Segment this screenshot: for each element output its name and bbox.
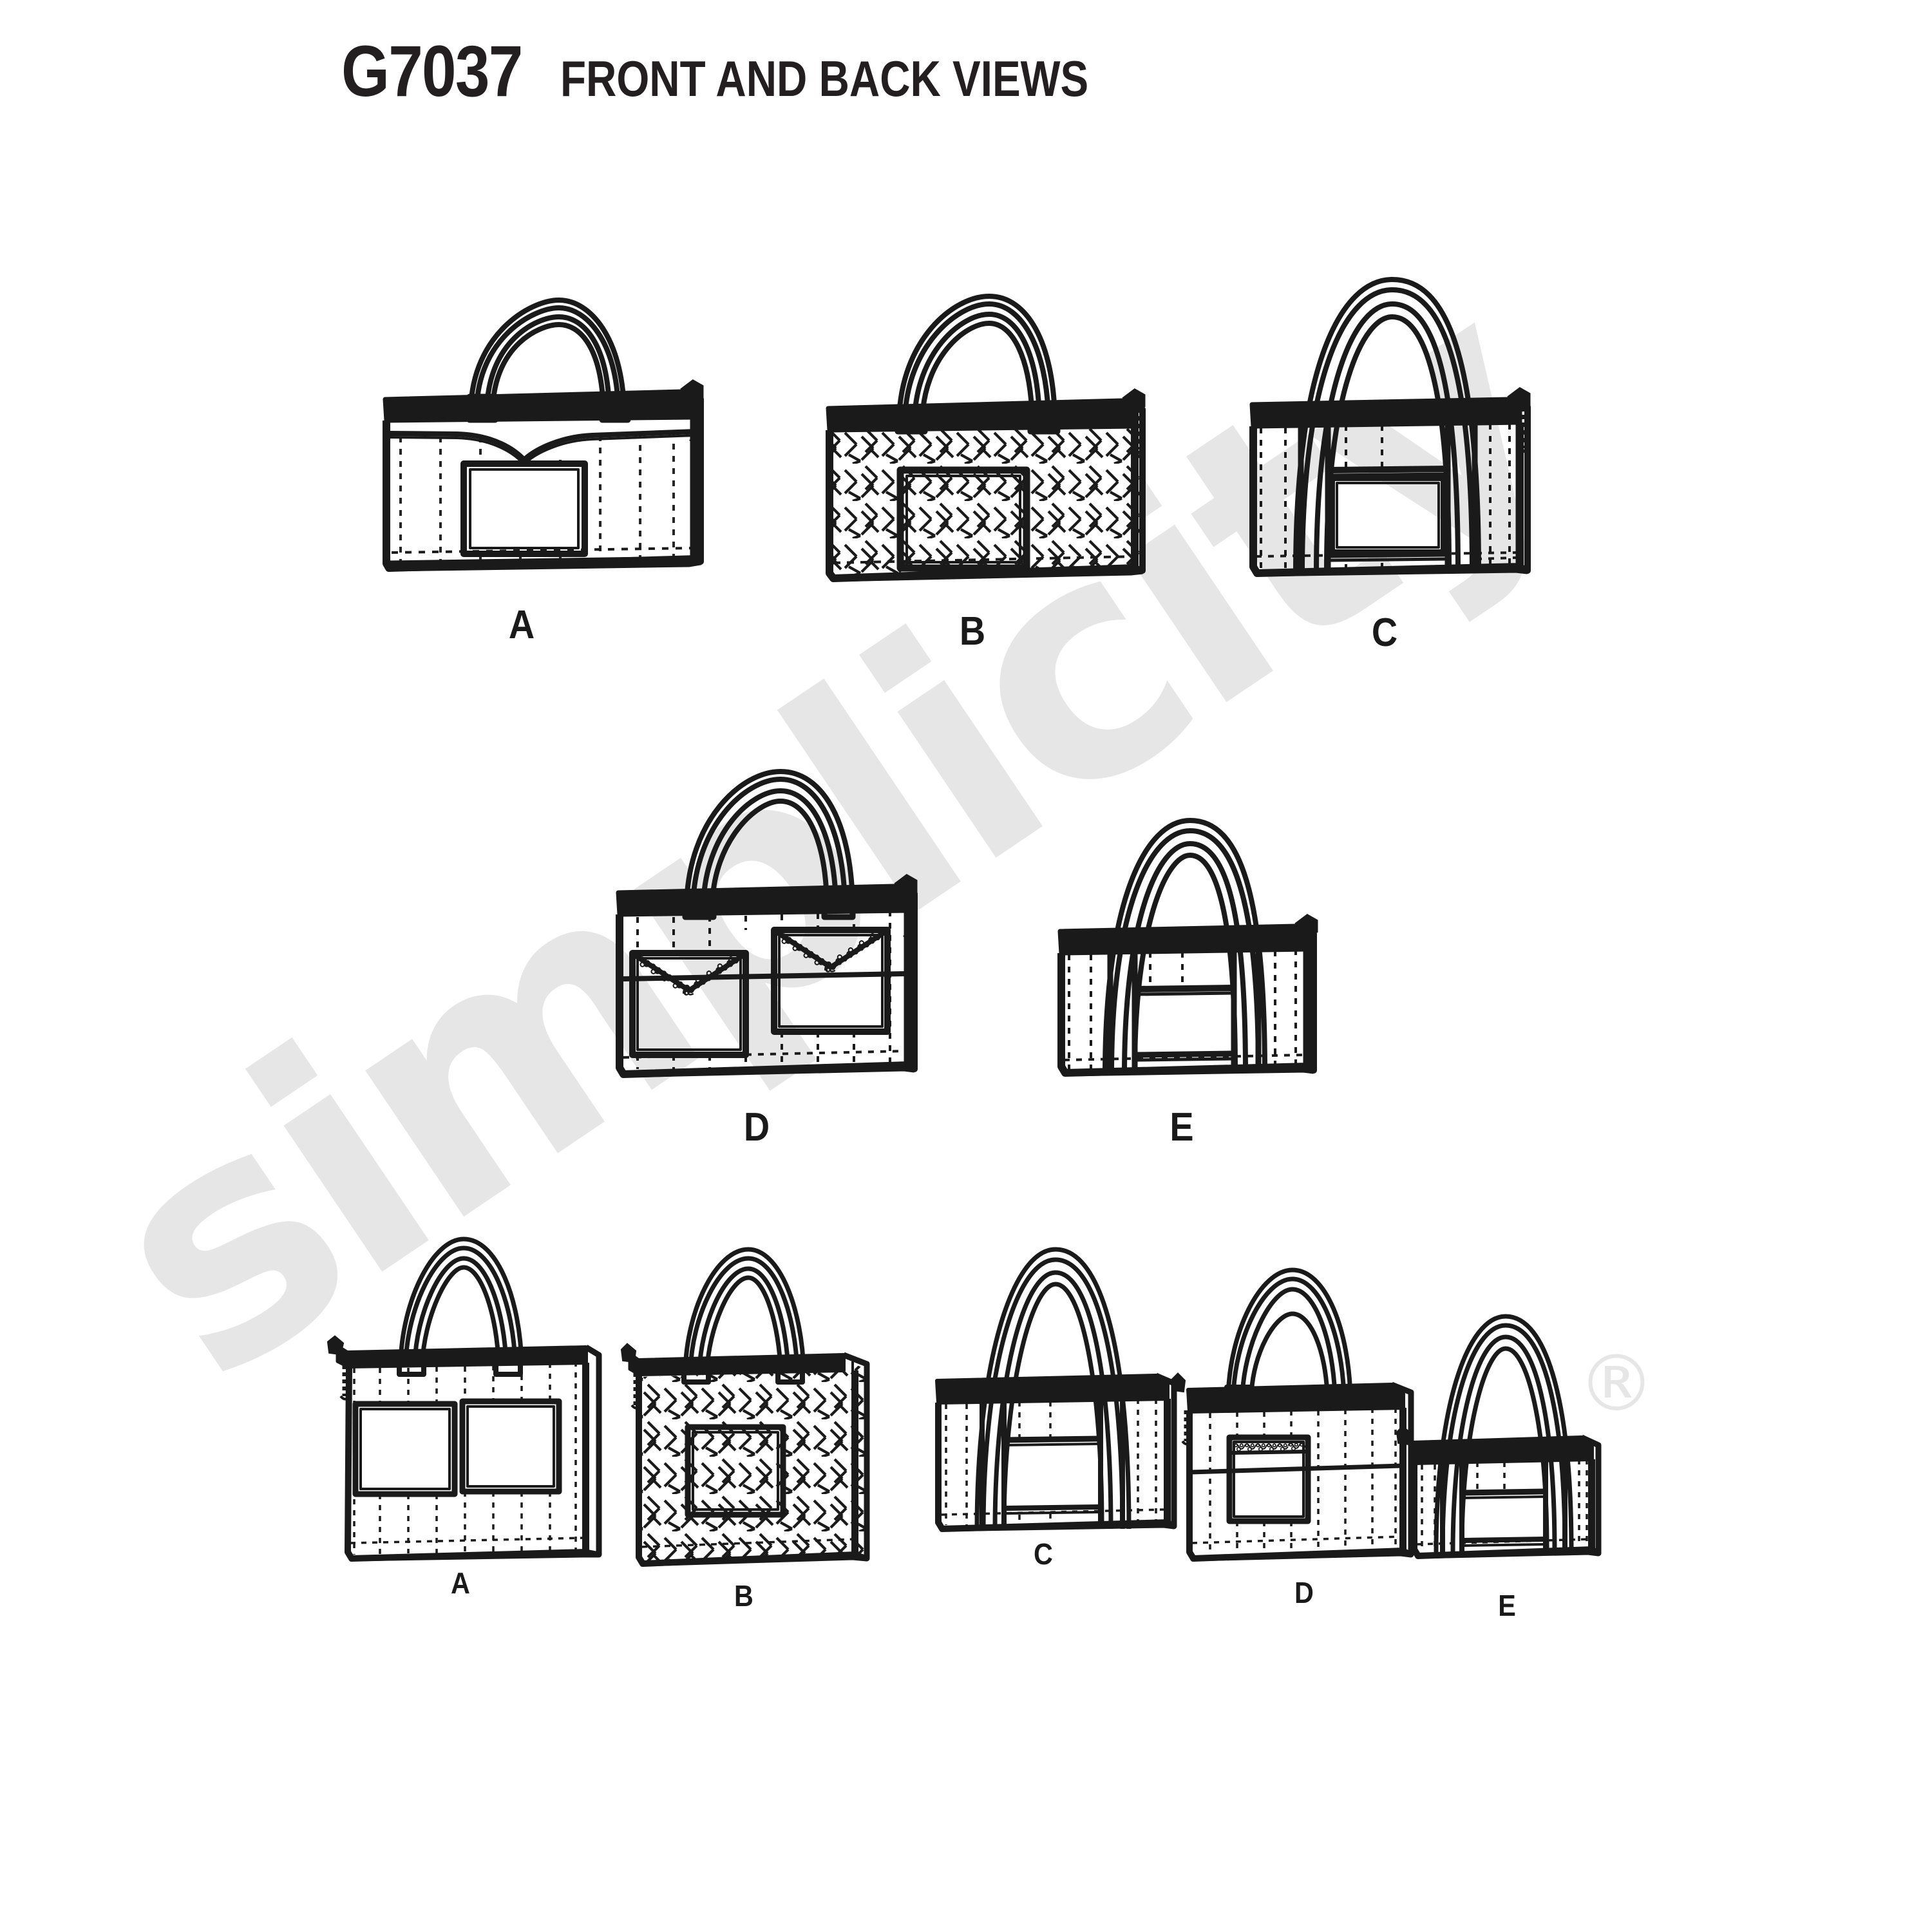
figure-label-front-e: E: [1170, 1105, 1194, 1150]
lace-pocket: [1226, 1434, 1310, 1524]
zipper-pull-icon: [1507, 387, 1531, 453]
zipper-pull-icon: [327, 1335, 351, 1401]
strap-group: [468, 298, 627, 410]
zipper-pull-icon: [1171, 1372, 1193, 1446]
figure-back-e: E: [1396, 1314, 1687, 1674]
figure-back-a: A: [327, 1236, 631, 1642]
figure-front-b: B: [805, 277, 1166, 715]
figure-back-b: B: [620, 1247, 927, 1655]
flap-pocket-left: [629, 950, 749, 1058]
figure-label-back-e: E: [1498, 1589, 1516, 1622]
figure-back-d: D: [1171, 1267, 1478, 1662]
figure-back-c: C: [935, 1247, 1227, 1655]
zipper-pull-icon: [680, 379, 704, 444]
flap-pocket-right: [771, 927, 891, 1035]
figure-front-d: D: [605, 766, 979, 1217]
figure-label-front-b: B: [959, 609, 986, 654]
figure-label-back-b: B: [734, 1579, 753, 1613]
page-title: FRONT AND BACK VIEWS: [560, 50, 1089, 107]
zipper-pull-icon: [894, 874, 918, 940]
pattern-number: G7037: [341, 31, 523, 111]
zipper-pull-icon: [1294, 914, 1318, 976]
zipper-pull-icon: [620, 1343, 642, 1410]
figure-front-c: C: [1249, 258, 1610, 734]
figure-label-front-d: D: [743, 1105, 770, 1150]
figure-label-front-c: C: [1371, 611, 1398, 655]
figure-label-front-a: A: [508, 603, 535, 647]
figure-label-back-d: D: [1294, 1576, 1314, 1609]
figure-label-back-a: A: [451, 1566, 470, 1600]
figure-front-e: E: [1056, 805, 1404, 1256]
title-row: G7037 FRONT AND BACK VIEWS: [341, 35, 1189, 108]
zipper-pull-icon: [1122, 388, 1146, 455]
page-header: G7037 FRONT AND BACK VIEWS: [0, 0, 1932, 116]
zipper-pull-icon: [1396, 1425, 1416, 1489]
figure-label-back-c: C: [1034, 1537, 1053, 1571]
figure-front-a: A: [361, 270, 721, 708]
